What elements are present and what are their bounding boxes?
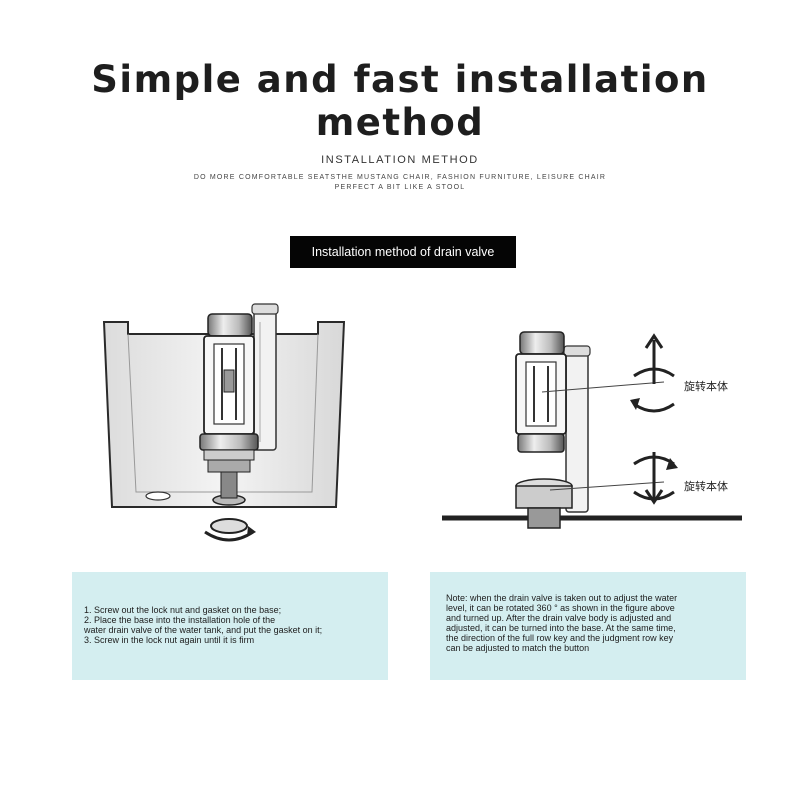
note-right-line: the direction of the full row key and th… — [446, 633, 674, 643]
rotate-up-icon — [630, 333, 675, 413]
valve-base-collar — [199, 433, 259, 451]
note-right-line: level, it can be rotated 360 ° as shown … — [446, 603, 675, 613]
section-title: INSTALLATION METHOD — [321, 154, 479, 166]
note-left-line: water drain valve of the water tank, and… — [84, 625, 323, 635]
rotate-label-bottom: 旋转本体 — [684, 479, 728, 493]
valve-rotation-diagram: 旋转本体 旋转本体 — [442, 331, 742, 529]
note-left-line: 1. Screw out the lock nut and gasket on … — [84, 605, 282, 615]
section-subtitle-line1: DO MORE COMFORTABLE SEATSTHE MUSTANG CHA… — [193, 174, 607, 181]
valve-cap — [207, 313, 253, 337]
section-subtitle-line2: PERFECT A BIT LIKE A STOOL — [334, 184, 466, 191]
lock-nut — [210, 518, 248, 534]
note-box-left: 1. Screw out the lock nut and gasket on … — [72, 572, 388, 680]
main-title: Simple and fast installation method — [91, 58, 709, 144]
rotate-label-top: 旋转本体 — [684, 379, 728, 393]
drain-valve-label: Installation method of drain valve — [290, 236, 516, 268]
valve-cap — [519, 331, 565, 355]
note-left-line: 2. Place the base into the installation … — [84, 615, 276, 625]
overflow-pipe — [253, 309, 277, 451]
note-right-line: and turned up. After the drain valve bod… — [446, 613, 672, 623]
note-left-line: 3. Screw in the lock nut again until it … — [84, 635, 255, 645]
tank-installation-diagram — [102, 303, 346, 542]
note-right-line: can be adjusted to match the button — [446, 643, 590, 653]
note-right-line: Note: when the drain valve is taken out … — [446, 593, 678, 603]
rotate-down-icon — [633, 452, 678, 505]
note-right-line: adjusted, it can be turned into the base… — [446, 623, 676, 633]
note-box-right: Note: when the drain valve is taken out … — [430, 572, 746, 680]
